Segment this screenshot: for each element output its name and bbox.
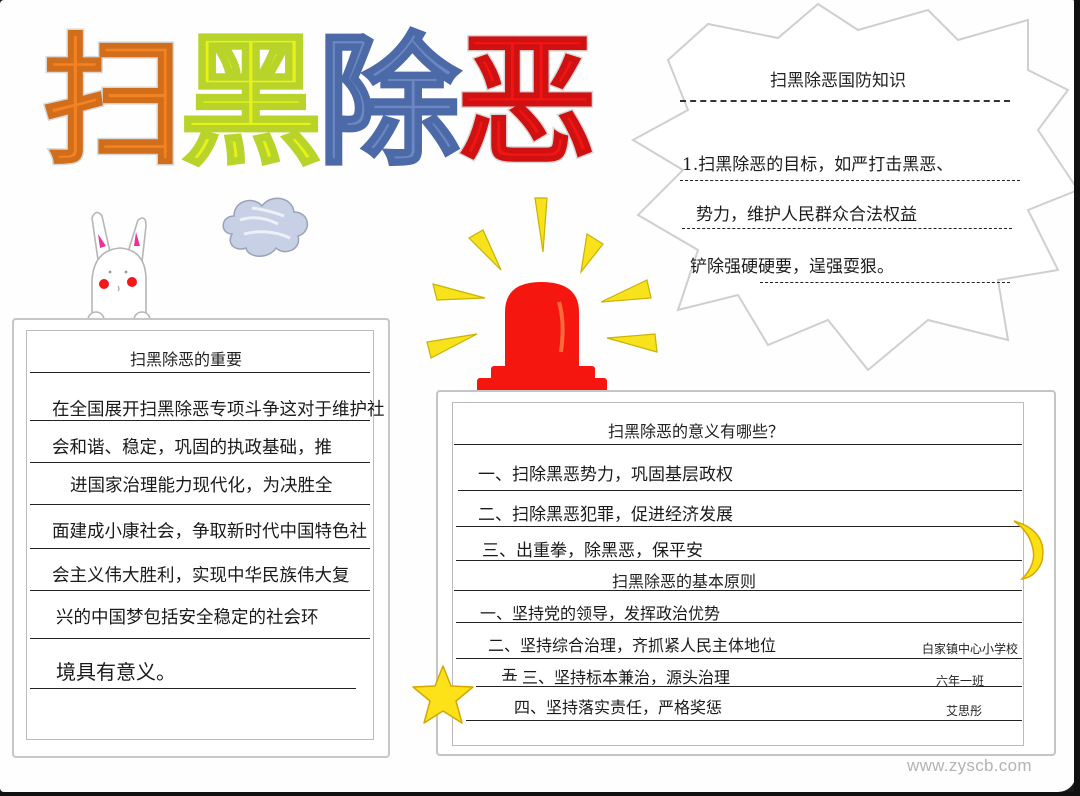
watermark: www.zyscb.com bbox=[907, 756, 1032, 775]
line-rule bbox=[30, 420, 370, 421]
line-rule bbox=[456, 526, 1022, 527]
signature-school: 白家镇中心小学校 bbox=[922, 642, 1019, 656]
importance-card bbox=[26, 330, 374, 740]
knowledge-rule bbox=[680, 180, 1020, 181]
importance-line-6: 兴的中国梦包括安全稳定的社会环 bbox=[56, 608, 319, 628]
signature-class: 六年一班 bbox=[936, 674, 985, 688]
knowledge-rule bbox=[682, 228, 1012, 229]
line-rule bbox=[476, 686, 1022, 687]
title-char-hei: 黑 bbox=[179, 19, 324, 187]
importance-line-1: 在全国展开扫黑除恶专项斗争这对于维护社 bbox=[52, 400, 385, 420]
knowledge-line-3: 铲除强硬硬要，逞强耍狠。 bbox=[690, 257, 894, 277]
line-rule bbox=[454, 590, 1022, 591]
importance-line-5: 会主义伟大胜利，实现中华民族伟大复 bbox=[52, 566, 350, 586]
line-rule bbox=[30, 504, 370, 505]
line-rule bbox=[466, 720, 1022, 721]
knowledge-burst-frame bbox=[628, 0, 1076, 372]
signature-name: 艾思彤 bbox=[946, 704, 983, 718]
line-rule bbox=[30, 548, 370, 549]
title-char-chu: 除 bbox=[317, 19, 462, 187]
cloud-icon bbox=[218, 190, 314, 266]
knowledge-rule bbox=[760, 282, 1010, 283]
principle-struck-prefix: 五 bbox=[502, 666, 518, 684]
importance-line-7: 境具有意义。 bbox=[56, 660, 176, 684]
line-rule bbox=[30, 372, 370, 373]
meaning-card bbox=[452, 402, 1024, 746]
burst-outline-icon bbox=[630, 2, 1076, 372]
rabbit-icon bbox=[80, 200, 160, 334]
knowledge-dash-rule bbox=[680, 100, 1010, 102]
poster-title: 扫 黑 除 恶 bbox=[41, 18, 600, 188]
principle-item-1: 一、坚持党的领导，发挥政治优势 bbox=[480, 604, 721, 623]
principle-item-4: 四、坚持落实责任，严格奖惩 bbox=[514, 698, 723, 717]
line-rule bbox=[30, 590, 370, 591]
line-rule bbox=[30, 638, 370, 639]
knowledge-heading: 扫黑除恶国防知识 bbox=[770, 71, 906, 91]
line-rule bbox=[458, 490, 1022, 491]
importance-line-3: 进国家治理能力现代化，为决胜全 bbox=[70, 476, 333, 496]
line-rule bbox=[456, 622, 1022, 623]
importance-heading: 扫黑除恶的重要 bbox=[130, 350, 243, 369]
knowledge-line-1: 1.扫黑除恶的目标，如严打击黑恶、 bbox=[682, 155, 954, 175]
line-rule bbox=[456, 560, 1022, 561]
line-rule bbox=[454, 444, 1022, 445]
crescent-moon-icon bbox=[1008, 517, 1052, 587]
meaning-heading: 扫黑除恶的意义有哪些？ bbox=[608, 422, 785, 441]
importance-line-4: 面建成小康社会，争取新时代中国特色社 bbox=[52, 522, 367, 542]
principles-heading: 扫黑除恶的基本原则 bbox=[612, 572, 757, 591]
photo-edge-shadow bbox=[0, 792, 1080, 796]
title-char-e: 恶 bbox=[455, 19, 600, 187]
line-rule bbox=[30, 462, 370, 463]
meaning-item-3: 三、出重拳，除黑恶，保平安 bbox=[482, 541, 703, 561]
line-rule bbox=[456, 658, 1022, 659]
principle-item-2: 二、坚持综合治理，齐抓紧人民主体地位 bbox=[488, 636, 777, 655]
line-rule bbox=[30, 688, 356, 689]
meaning-item-2: 二、扫除黑恶犯罪，促进经济发展 bbox=[478, 505, 733, 525]
star-icon bbox=[410, 664, 476, 730]
principle-item-3: 三、坚持标本兼治，源头治理 bbox=[522, 668, 731, 687]
photo-edge-shadow bbox=[1074, 0, 1080, 796]
title-char-sao: 扫 bbox=[41, 19, 186, 187]
siren-alarm-icon bbox=[415, 192, 665, 401]
knowledge-line-2: 势力，维护人民群众合法权益 bbox=[696, 205, 917, 225]
importance-line-2: 会和谐、稳定，巩固的执政基础，推 bbox=[52, 438, 332, 458]
meaning-item-1: 一、扫除黑恶势力，巩固基层政权 bbox=[478, 465, 733, 485]
